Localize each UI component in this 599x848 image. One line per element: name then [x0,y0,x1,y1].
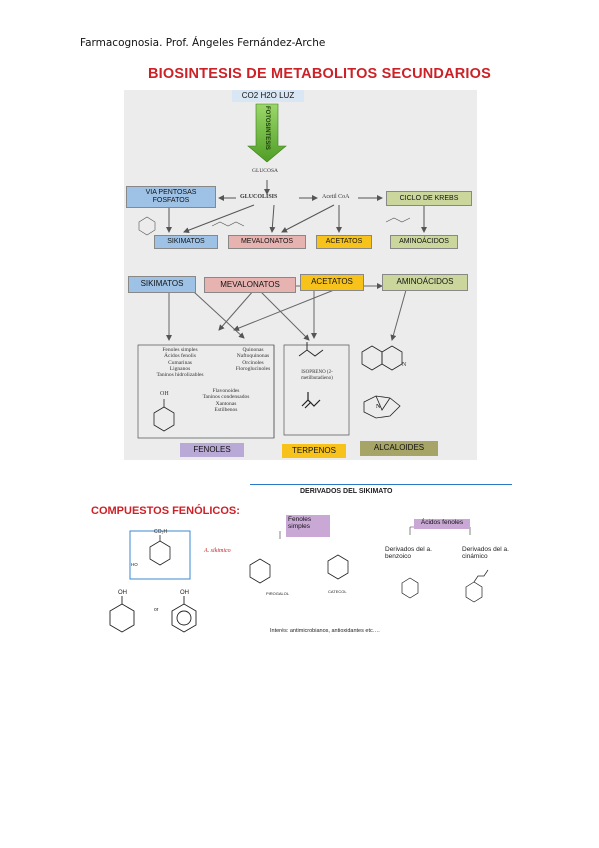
glucose-label: GLUCOSA [252,168,278,174]
phenol-oh-label: OH [160,391,169,397]
mevalonate-box-2: MEVALONATOS [204,277,296,293]
phenolic-acids-box: Ácidos fenoles [414,519,470,529]
amino-acid-box: AMINOÁCIDOS [390,235,458,249]
diagram-lines [137,103,427,439]
phenol-oh-2: OH [180,590,189,596]
separator-line [250,484,512,485]
shikimate-derivatives-title: DERIVADOS DEL SIKIMATO [300,488,393,495]
shikimate-box-2: SIKIMATOS [128,276,196,293]
catechol-label: CATECOL [328,589,347,594]
alkaloids-box: ALCALOIDES [360,441,438,456]
bottom-structures [109,526,489,633]
krebs-cycle-box: CICLO DE KREBS [386,191,472,206]
acetate-box: ACETATOS [316,235,372,249]
acetate-box-2: ACETATOS [300,274,364,291]
isoquinoline-n: N [402,362,407,368]
diagram-title: BIOSINTESIS DE METABOLITOS SECUNDARIOS [148,66,492,82]
shikimate-box: SIKIMATOS [154,235,218,249]
terpenes-box: TERPENOS [282,444,346,458]
isoprene-label: ISOPRENO (2-metilbutadieno) [301,370,333,381]
tropane-n: N [376,404,381,410]
pyrogallol-label: PIROGALOL [266,591,290,596]
shikimic-acid-label: A. sikimico [204,548,231,554]
glycolysis-label: GLUCOLISIS [240,194,278,200]
shikimic-ho-label: HO [131,562,138,567]
phenol-oh-1: OH [118,590,127,596]
interest-note: Interés: antimicrobianos, antioxidantes … [270,628,380,634]
page-header: Farmacognosia. Prof. Ángeles Fernández-A… [80,37,326,49]
biosynthesis-diagram: CO2 H2O LUZ FOTOSINTESIS GLUCOSA VIA PEN… [124,90,477,460]
phenolic-compounds-title: COMPUESTOS FENÓLICOS: [91,505,240,517]
phenols-box: FENOLES [180,443,244,457]
benzoic-derivatives-label: Derivados del a. benzoico [385,546,432,561]
inputs-label: CO2 H2O LUZ [232,90,304,102]
simple-phenols-box: Fenoles simples [286,515,330,537]
acetyl-coa-label: Acetil CoA [322,194,350,200]
photosynthesis-label: FOTOSINTESIS [264,106,270,150]
cinnamic-derivatives-label: Derivados del a. cinámico [462,546,509,561]
pentose-phosphate-box: VIA PENTOSAS FOSFATOS [126,186,216,208]
or-label: or [154,607,159,613]
amino-acid-box-2: AMINOÁCIDOS [382,274,468,291]
mevalonate-box: MEVALONATOS [228,235,306,249]
co2h-label: CO₂H [154,529,168,535]
